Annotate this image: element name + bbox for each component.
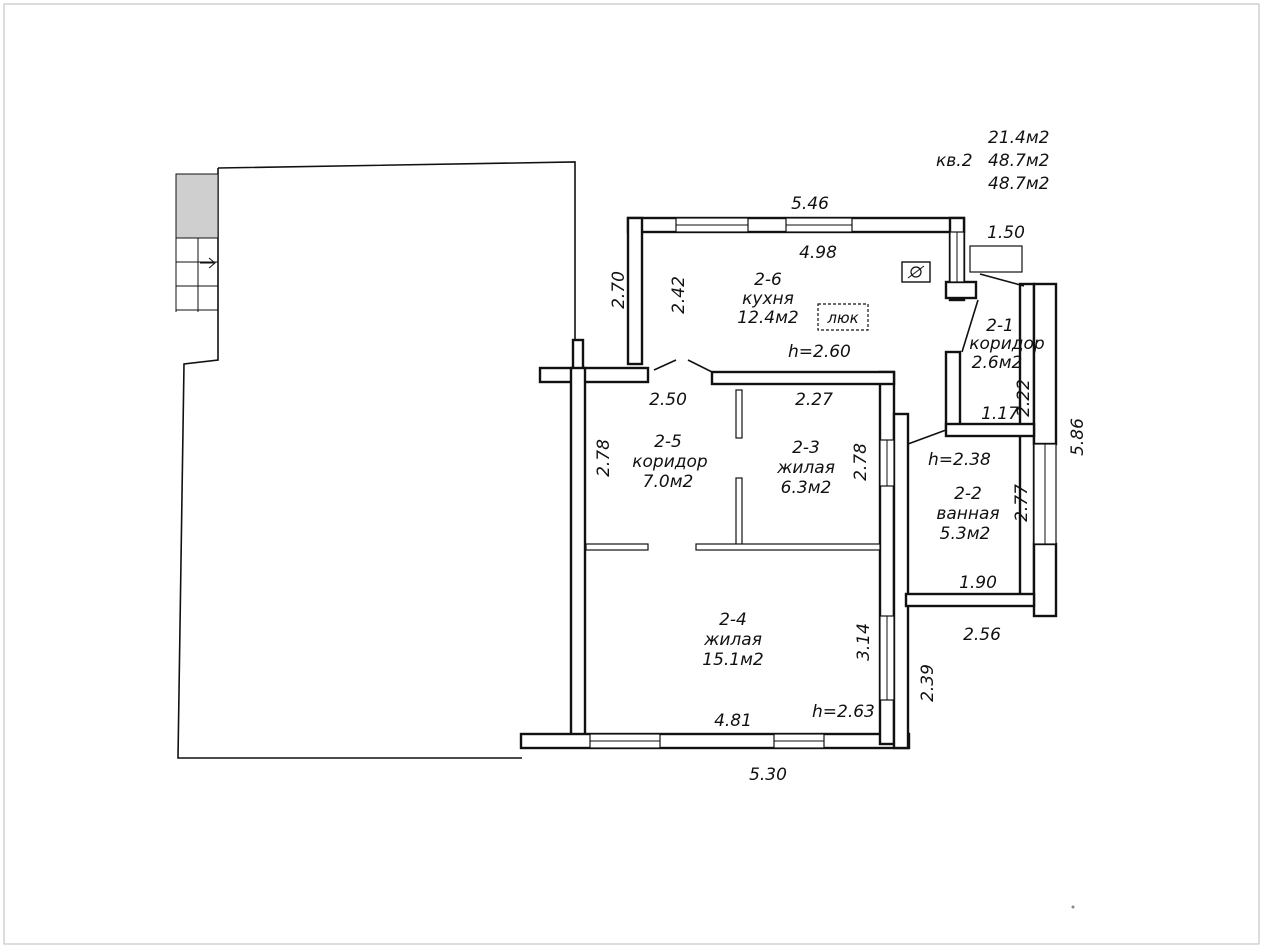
dim-label: 2.50	[649, 390, 687, 410]
dim-label: 5.46	[791, 194, 829, 214]
dim-label: 2.42	[669, 276, 689, 314]
room-kitchen: 2-6 кухня 12.4м2	[737, 270, 799, 328]
hatch-label: люк	[826, 309, 858, 327]
dim-label: 2.77	[1012, 484, 1032, 522]
room-name: ванная	[936, 504, 999, 524]
room-name: жилая	[703, 630, 762, 650]
room-corridor-2-1: 2-1 коридор 2.6м2	[969, 316, 1045, 373]
scan-speck	[1071, 905, 1075, 909]
room-id: 2-5	[654, 432, 682, 452]
partitions	[585, 245, 1025, 551]
stove-icon	[901, 261, 931, 283]
room-living-2-4: 2-4 жилая 15.1м2	[702, 610, 764, 670]
room-corridor-2-5: 2-5 коридор 7.0м2	[632, 432, 708, 492]
dim-label: 2.39	[918, 664, 938, 702]
dim-label: 4.81	[714, 711, 752, 731]
apartment-label: кв.2	[936, 151, 973, 171]
height-living: h=2.63	[812, 702, 875, 722]
adjacent-building	[175, 161, 576, 759]
room-living-2-3: 2-3 жилая 6.3м2	[776, 438, 835, 498]
room-area: 15.1м2	[702, 650, 764, 670]
dim-label: 2.78	[851, 443, 871, 481]
height-corridor: h=2.38	[928, 450, 991, 470]
height-kitchen: h=2.60	[788, 342, 851, 362]
room-id: 2-3	[792, 438, 820, 458]
room-area: 7.0м2	[643, 472, 694, 492]
dim-label: 2.56	[963, 625, 1001, 645]
room-area: 6.3м2	[781, 478, 832, 498]
dim-label: 1.17	[981, 404, 1019, 424]
dim-label: 2.78	[594, 439, 614, 477]
room-id: 2-6	[754, 270, 782, 290]
dimensions: 5.46 4.98 1.50 2.50 2.27 1.17 1.90 2.56 …	[594, 194, 1088, 785]
room-area: 2.6м2	[972, 353, 1023, 373]
dim-label: 2.22	[1014, 379, 1034, 417]
dim-label: 1.50	[987, 223, 1025, 243]
room-id: 2-4	[719, 610, 747, 630]
dim-label: 2.70	[609, 271, 629, 309]
dim-label: 1.90	[959, 573, 997, 593]
area-total: 48.7м2	[988, 151, 1050, 171]
area-living: 21.4м2	[988, 128, 1050, 148]
hatch: люк	[817, 303, 869, 331]
room-name: кухня	[742, 289, 794, 309]
room-area: 5.3м2	[940, 524, 991, 544]
room-name: коридор	[632, 452, 708, 472]
dim-label: 3.14	[854, 623, 874, 661]
room-area: 12.4м2	[737, 308, 799, 328]
dim-label: 5.30	[749, 765, 787, 785]
room-name: коридор	[969, 334, 1045, 354]
dim-label: 5.86	[1068, 418, 1088, 456]
stair-shading	[175, 173, 219, 239]
area-total-2: 48.7м2	[988, 174, 1050, 194]
page-frame	[3, 3, 1260, 945]
dim-label: 2.27	[795, 390, 833, 410]
room-id: 2-2	[954, 484, 982, 504]
room-id: 2-1	[986, 316, 1014, 336]
room-name: жилая	[776, 458, 835, 478]
dim-label: 4.98	[799, 243, 837, 263]
windows	[589, 217, 1057, 749]
room-bath-2-2: 2-2 ванная 5.3м2	[936, 484, 999, 544]
area-summary: кв.2 21.4м2 48.7м2 48.7м2	[936, 128, 1050, 194]
